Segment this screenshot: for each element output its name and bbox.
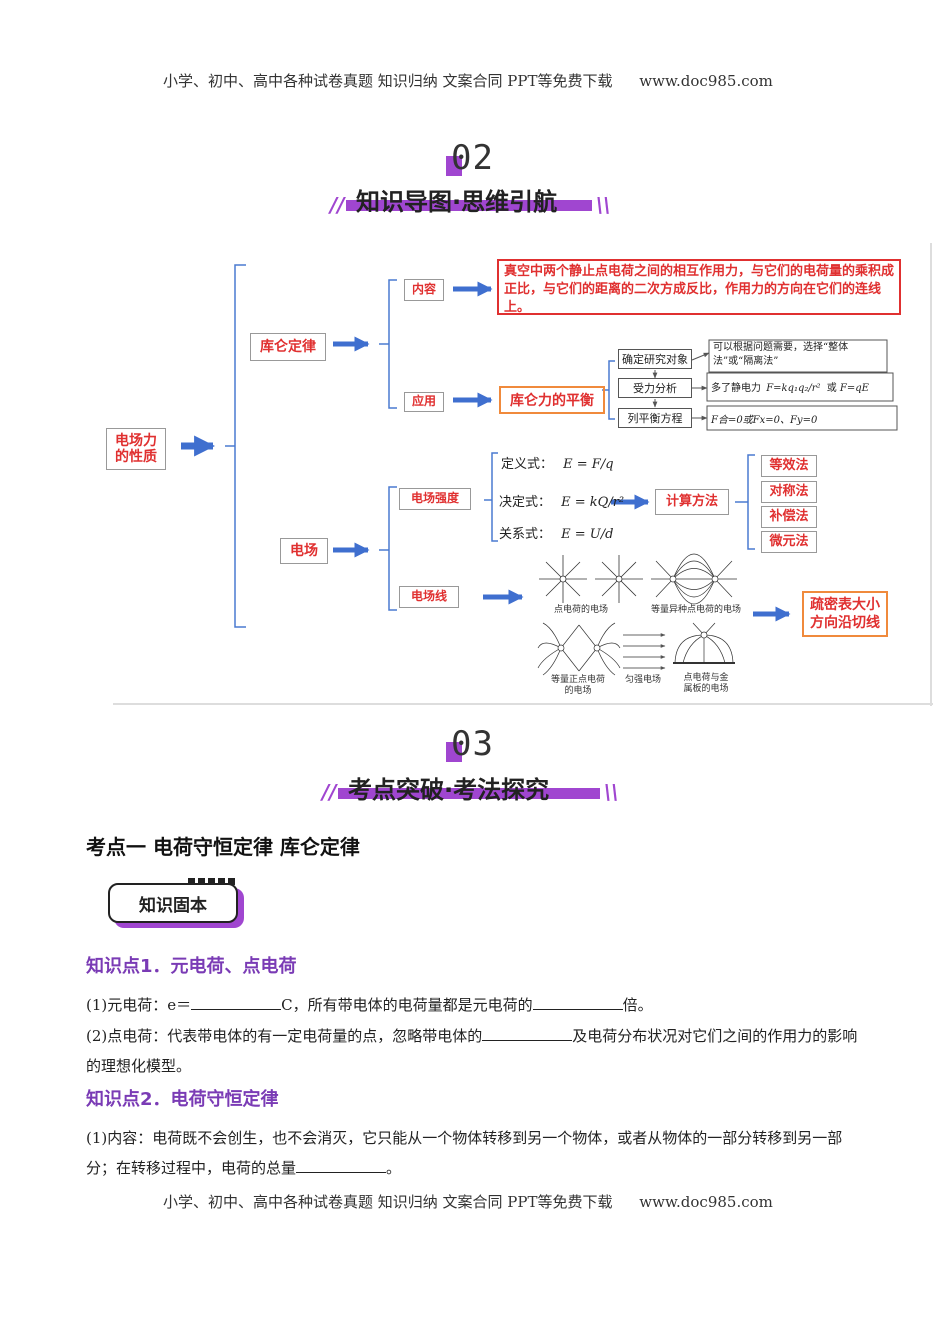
mm-det-label: 决定式： [499, 495, 552, 510]
mm-method-1: 等效法 [761, 455, 817, 477]
section2-right-slashes: \\ [596, 193, 611, 217]
mm-conclusion: 疏密表大小方向沿切线 [802, 591, 888, 637]
mm-det-formula: E = kQ/r² [561, 495, 625, 510]
mm-caption-1: 点电荷的电场 [553, 605, 608, 615]
mm-step1-note: 可以根据问题需要，选择“整体法”或“隔离法” [713, 342, 849, 367]
header-text: 小学、初中、高中各种试卷真题 知识归纳 文案合同 PPT等免费下载 [163, 72, 613, 90]
mindmap-connectors [113, 243, 933, 706]
mm-yingyong: 应用 [404, 392, 444, 412]
section3-title-bar [338, 788, 600, 799]
zs1-p1-a: (1)元电荷：e＝ [86, 996, 192, 1014]
zs1-blank-3[interactable] [482, 1024, 573, 1041]
zs1-blank-2[interactable] [532, 993, 623, 1010]
mm-root: 电场力的性质 [106, 428, 166, 470]
mm-neirong-text: 真空中两个静止点电荷之间的相互作用力，与它们的电荷量的乘积成正比，与它们的距离的… [497, 259, 901, 315]
zs2-p1-a: (1)内容：电荷既不会创生，也不会消灭，它只能从一个物体转移到另一个物体，或者从… [86, 1129, 843, 1177]
footer-text: 小学、初中、高中各种试卷真题 知识归纳 文案合同 PPT等免费下载 [163, 1193, 613, 1211]
mm-def-formula: E = F/q [563, 457, 614, 472]
mm-step-1: 确定研究对象 [618, 349, 692, 369]
uniform-field-diagram [623, 633, 666, 670]
mm-rel-label: 关系式： [499, 527, 552, 542]
mm-def-label: 定义式： [501, 457, 554, 472]
section2-number-bar [446, 156, 462, 176]
zs1-p1-b: C，所有带电体的电荷量都是元电荷的 [281, 996, 533, 1014]
mm-step-2: 受力分析 [618, 378, 692, 398]
section3-right-slashes: \\ [604, 780, 619, 804]
mm-field: 电场 [280, 538, 328, 564]
mm-balance: 库仑力的平衡 [499, 386, 605, 414]
zs1-p2: (2)点电荷：代表带电体的有一定电荷量的点，忽略带电体的及电荷分布状况对它们之间… [86, 1021, 866, 1081]
section3-number: 03 [451, 724, 494, 764]
zs2-title: 知识点2．电荷守恒定律 [86, 1089, 279, 1110]
footer-url[interactable]: www.doc985.com [639, 1193, 773, 1211]
point-charge-positive-diagram [539, 555, 587, 603]
mm-fieldlines: 电场线 [399, 586, 459, 608]
zs1-p2-b: 及电荷分布状况对它们之间的作用力的影响的理想化模型。 [86, 1027, 858, 1075]
zs1-p1: (1)元电荷：e＝ C，所有带电体的电荷量都是元电荷的 倍。 [86, 990, 866, 1020]
mm-neirong: 内容 [404, 279, 444, 301]
mindmap: 电场力的性质 库仑定律 内容 真空中两个静止点电荷之间的相互作用力，与它们的电荷… [106, 243, 933, 706]
section2-number: 02 [451, 138, 494, 178]
section2-title-bar [346, 200, 592, 211]
kaodian-title: 考点一 电荷守恒定律 库仑定律 [86, 835, 360, 859]
zs1-title: 知识点1．元电荷、点电荷 [86, 956, 297, 977]
mm-step-3: 列平衡方程 [618, 408, 692, 428]
mm-calc: 计算方法 [655, 489, 729, 515]
zs2-p1-b: 。 [386, 1159, 402, 1177]
zs2-blank-1[interactable] [296, 1156, 387, 1173]
mm-rel: 关系式： E = U/d [499, 523, 613, 542]
mm-step2-or: 或 [826, 383, 837, 394]
mm-coulomb: 库仑定律 [250, 333, 326, 361]
mm-step2-note-wrap: 多了静电力 F=kq₁q₂/r² 或 F=qE [711, 379, 869, 394]
badge: 知识固本 [108, 883, 238, 923]
zs1-p2-a: (2)点电荷：代表带电体的有一定电荷量的点，忽略带电体的 [86, 1027, 483, 1045]
mm-caption-3: 等量正点电荷的电场 [550, 675, 605, 697]
badge-dots [188, 878, 238, 886]
section2-left-slashes: // [330, 193, 345, 217]
header-url[interactable]: www.doc985.com [639, 72, 773, 90]
mm-caption-4: 匀强电场 [624, 675, 661, 685]
mm-rel-formula: E = U/d [561, 527, 614, 542]
mm-method-4: 微元法 [761, 531, 817, 553]
mm-step2-formula-a: F=kq₁q₂/r² [766, 383, 821, 394]
page-header: 小学、初中、高中各种试卷真题 知识归纳 文案合同 PPT等免费下载 www.do… [163, 70, 773, 91]
mm-step3-note: F合=0或Fx=0、Fy=0 [711, 415, 818, 426]
charge-plate-diagram [673, 622, 735, 664]
dipole-diagram [651, 553, 737, 605]
section3-number-bar [446, 742, 462, 762]
section3-left-slashes: // [322, 780, 337, 804]
mm-caption-2: 等量异种点电荷的电场 [650, 605, 741, 615]
badge-text: 知识固本 [139, 895, 207, 916]
equal-positive-diagram [537, 622, 621, 676]
mm-det: 决定式： E = kQ/r² [499, 491, 624, 510]
mm-intensity: 电场强度 [399, 488, 471, 510]
page-footer: 小学、初中、高中各种试卷真题 知识归纳 文案合同 PPT等免费下载 www.do… [163, 1191, 773, 1212]
mm-method-3: 补偿法 [761, 506, 817, 528]
mm-method-2: 对称法 [761, 481, 817, 503]
section2-title: 知识导图·思维引航 [356, 188, 558, 216]
mm-def: 定义式： E = F/q [501, 453, 614, 472]
mm-step2-formula-b: F=qE [839, 383, 869, 394]
zs2-p1: (1)内容：电荷既不会创生，也不会消灭，它只能从一个物体转移到另一个物体，或者从… [86, 1123, 866, 1183]
zs1-p1-c: 倍。 [622, 996, 653, 1014]
zs1-blank-1[interactable] [191, 993, 282, 1010]
mm-step2-note: 多了静电力 [711, 383, 761, 394]
point-charge-negative-diagram [595, 555, 643, 603]
mm-caption-5: 点电荷与金属板的电场 [683, 673, 729, 695]
section3-title: 考点突破·考法探究 [348, 776, 550, 804]
